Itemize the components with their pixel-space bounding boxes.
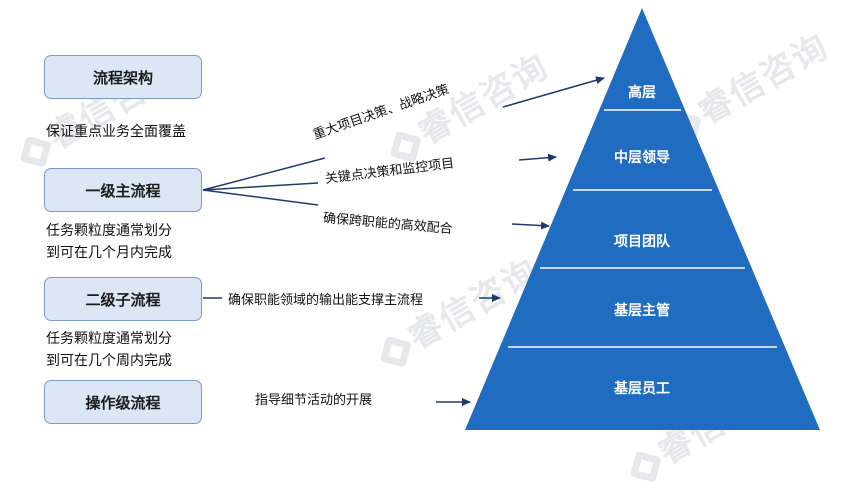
operation-process-box: 操作级流程 <box>44 380 202 424</box>
connector-label-detail: 指导细节活动的开展 <box>255 393 373 408</box>
tier-label-middle: 中层领导 <box>614 150 670 166</box>
level2-process-box: 二级子流程 <box>44 277 202 321</box>
arrow-to-middle <box>518 153 557 162</box>
arrow-to-team <box>511 221 550 230</box>
level1-process-desc: 任务颗粒度通常划分 到可在几个月内完成 <box>46 223 172 261</box>
pyramid <box>465 8 820 430</box>
arrows <box>203 76 605 406</box>
level1-process-box: 一级主流程 <box>44 168 202 212</box>
tier-label-supervisor: 基层主管 <box>614 303 670 319</box>
tier-label-team: 项目团队 <box>614 234 670 250</box>
tier-label-top: 高层 <box>628 85 656 101</box>
diagram-canvas <box>202 8 820 430</box>
pyramid-dividers <box>508 109 777 348</box>
connector-label-function: 确保职能领域的输出能支撑主流程 <box>228 293 424 308</box>
process-architecture-desc: 保证重点业务全面覆盖 <box>46 124 186 140</box>
level2-process-desc: 任务颗粒度通常划分 到可在几个周内完成 <box>46 331 172 369</box>
tier-label-staff: 基层员工 <box>614 381 670 397</box>
arrow-to-top <box>502 76 605 108</box>
process-architecture-box: 流程架构 <box>44 55 202 99</box>
fan-lines <box>202 157 326 206</box>
